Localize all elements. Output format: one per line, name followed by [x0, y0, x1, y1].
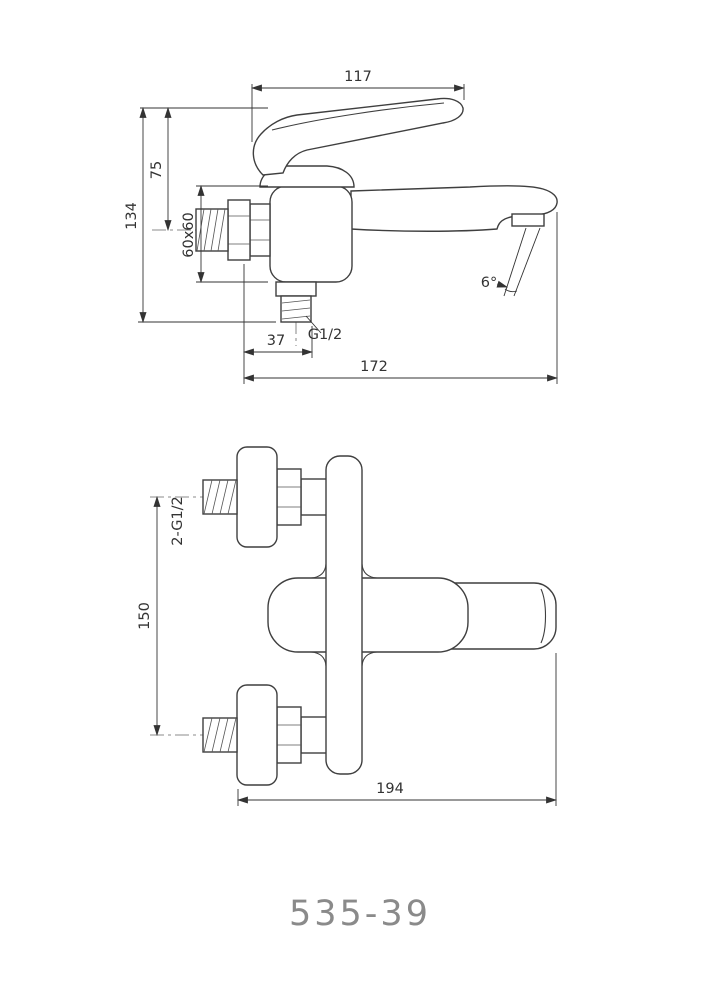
- upper-stub: [300, 478, 328, 516]
- body-plan: [267, 577, 469, 653]
- dim-spout-reach-label: 117: [344, 69, 372, 85]
- dim-inlet-spacing-label: 150: [137, 602, 153, 630]
- side-view: 6° 117 75 134 60x60: [124, 69, 559, 384]
- dim-inlet-spacing: 150: [137, 495, 161, 737]
- upper-wall-connection: [202, 446, 328, 548]
- outlet-thread-callout: G1/2: [305, 315, 343, 343]
- dim-overall-reach-label: 172: [360, 359, 388, 375]
- lower-escutcheon: [236, 684, 278, 786]
- faucet-body: [269, 185, 353, 283]
- dim-outlet-offset-label: 37: [267, 333, 285, 349]
- outlet-threaded-pipe: [280, 295, 312, 323]
- upper-nut-facets: [277, 486, 301, 508]
- locknut: [249, 203, 271, 257]
- dim-body-flange: 60x60: [181, 184, 268, 284]
- outlet-collar: [275, 281, 317, 297]
- upper-nut: [276, 468, 302, 526]
- dim-body-flange-label: 60x60: [181, 212, 197, 257]
- outlet-thread-label: G1/2: [308, 327, 343, 343]
- lower-nut: [276, 706, 302, 764]
- lower-nut-facets: [277, 724, 301, 746]
- upper-escutcheon: [236, 446, 278, 548]
- dim-handle-height: 75: [140, 106, 268, 232]
- vertical-column: [325, 455, 363, 775]
- dim-overall-reach: 172: [242, 212, 559, 384]
- spray-angle-annotation: 6°: [481, 227, 541, 297]
- inlet-thread-label: 2-G1/2: [170, 496, 186, 546]
- upper-thread-hatch: [203, 479, 237, 515]
- dim-spout-reach: 117: [250, 69, 466, 142]
- column-body-fillets: [310, 563, 378, 667]
- handle-ridge-line: [271, 102, 445, 131]
- handle-end-cap-line: [540, 588, 547, 644]
- hex-nut: [227, 199, 251, 261]
- hex-nut-facets: [228, 215, 250, 245]
- plan-view: 2-G1/2 150 194: [137, 446, 558, 806]
- lower-wall-connection: [202, 684, 328, 786]
- upper-threaded-pipe: [202, 479, 238, 515]
- locknut-facets: [250, 219, 270, 241]
- spray-angle-label: 6°: [481, 275, 497, 291]
- dim-outlet-offset: 37: [242, 264, 314, 384]
- dim-overall-width-label: 194: [376, 781, 404, 797]
- dim-overall-width: 194: [236, 653, 558, 806]
- handle-lever: [252, 97, 464, 176]
- dim-total-height: 134: [124, 106, 276, 324]
- lower-thread-hatch: [203, 717, 237, 753]
- lower-stub: [300, 716, 328, 754]
- outlet-thread-hatch: [281, 299, 311, 320]
- dim-total-height-label: 134: [124, 202, 140, 230]
- aerator: [511, 213, 545, 227]
- dim-handle-height-label: 75: [149, 161, 165, 179]
- model-number: 535-39: [289, 894, 431, 934]
